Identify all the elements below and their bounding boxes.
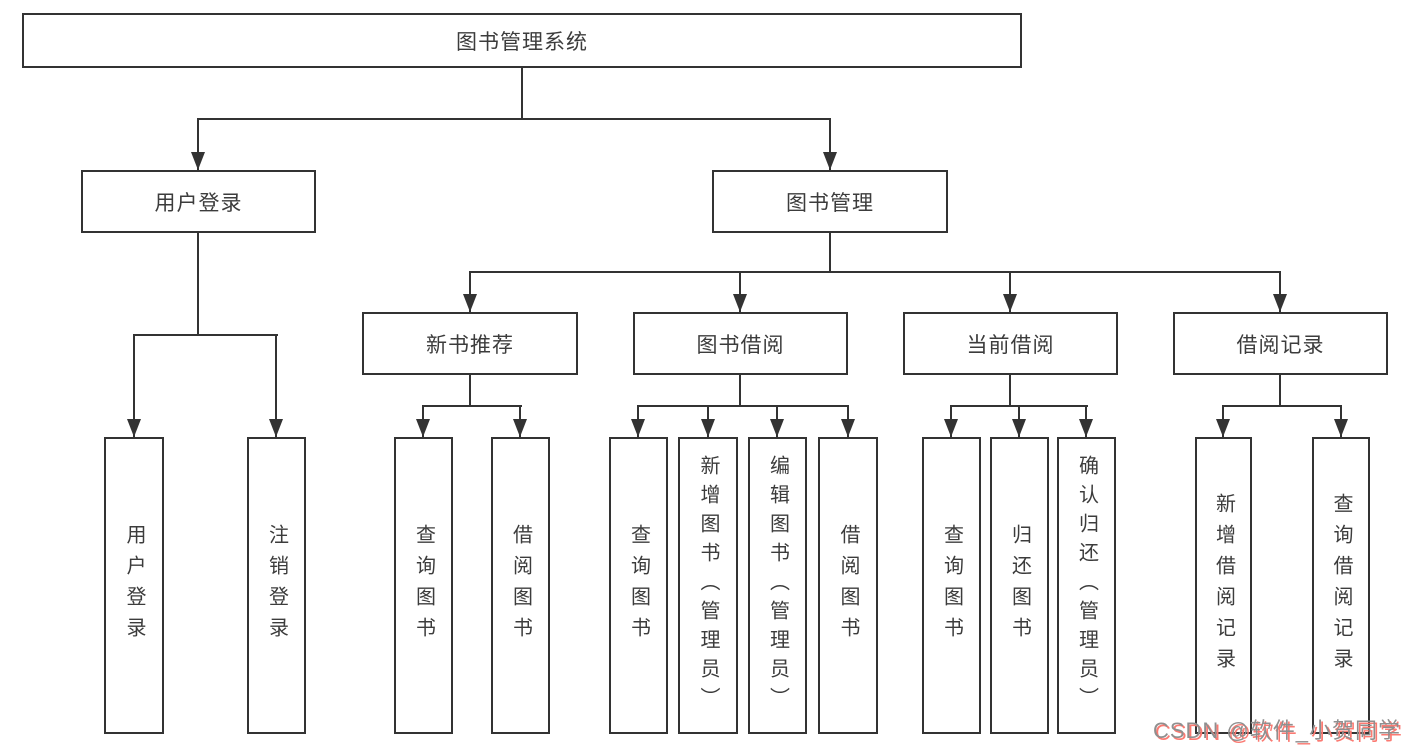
- arrowhead-down-icon: [1273, 294, 1287, 312]
- node-query-books-3: 查询图书: [922, 437, 981, 734]
- arrowhead-down-icon: [191, 152, 205, 170]
- edge-borrowing-records-split: [1222, 405, 1342, 407]
- leaf-label: 查询图书: [940, 523, 963, 648]
- edge-stem-borrowing-records: [1279, 271, 1281, 312]
- leaf-label: 借阅图书: [509, 523, 532, 648]
- arrowhead-down-icon: [944, 419, 958, 437]
- edge-borrowing-records-drop: [1279, 375, 1281, 407]
- edge-user-login-drop: [197, 233, 199, 336]
- edge-stem-book-borrowing: [739, 271, 741, 312]
- node-add-books-admin: 新增图书（管理员）: [678, 437, 738, 734]
- arrowhead-down-icon: [1334, 419, 1348, 437]
- leaf-label: 新增借阅记录: [1212, 492, 1235, 679]
- leaf-label: 归还图书: [1008, 523, 1031, 648]
- arrowhead-down-icon: [416, 419, 430, 437]
- leaf-label: 注销登录: [265, 523, 288, 648]
- arrowhead-down-icon: [463, 294, 477, 312]
- edge-new-book-recommend-drop: [469, 375, 471, 407]
- node-borrowing-records: 借阅记录: [1173, 312, 1388, 375]
- edge-new-book-recommend-split: [422, 405, 522, 407]
- node-user-login: 用户登录: [81, 170, 316, 233]
- leaf-label: 查询图书: [627, 523, 650, 648]
- edge-user-login-split: [133, 334, 278, 336]
- node-query-books-1: 查询图书: [394, 437, 453, 734]
- leaf-label: 编辑图书（管理员）: [766, 455, 789, 716]
- arrowhead-down-icon: [269, 419, 283, 437]
- node-borrow-books-1: 借阅图书: [491, 437, 550, 734]
- edge-root-split: [197, 118, 831, 120]
- edge-stem-book-management: [829, 118, 831, 170]
- node-confirm-return-admin: 确认归还（管理员）: [1057, 437, 1116, 734]
- node-logout-leaf: 注销登录: [247, 437, 306, 734]
- leaf-label: 查询借阅记录: [1330, 492, 1352, 679]
- arrowhead-down-icon: [701, 419, 715, 437]
- arrowhead-down-icon: [1079, 419, 1093, 437]
- edge-book-borrowing-drop: [739, 375, 741, 407]
- edge-stem-user-login-leaf: [133, 334, 135, 437]
- edge-book-management-drop: [829, 233, 831, 273]
- edge-book-management-split: [469, 271, 1281, 273]
- node-book-borrowing: 图书借阅: [633, 312, 848, 375]
- node-edit-books-admin: 编辑图书（管理员）: [748, 437, 807, 734]
- arrowhead-down-icon: [823, 152, 837, 170]
- leaf-label: 用户登录: [123, 523, 145, 648]
- arrowhead-down-icon: [1003, 294, 1017, 312]
- arrowhead-down-icon: [1216, 419, 1230, 437]
- node-query-borrow-record: 查询借阅记录: [1312, 437, 1370, 734]
- arrowhead-down-icon: [127, 419, 141, 437]
- node-return-books: 归还图书: [990, 437, 1049, 734]
- watermark: CSDN @软件_小贺同学: [1152, 718, 1401, 743]
- node-add-borrow-record: 新增借阅记录: [1195, 437, 1252, 734]
- node-current-borrowing: 当前借阅: [903, 312, 1118, 375]
- edge-stem-logout-leaf: [275, 334, 277, 437]
- leaf-label: 查询图书: [412, 523, 435, 648]
- node-borrow-books-2: 借阅图书: [818, 437, 878, 734]
- arrowhead-down-icon: [513, 419, 527, 437]
- arrowhead-down-icon: [1012, 419, 1026, 437]
- node-query-books-2: 查询图书: [609, 437, 668, 734]
- arrowhead-down-icon: [841, 419, 855, 437]
- node-new-book-recommend: 新书推荐: [362, 312, 578, 375]
- leaf-label: 借阅图书: [837, 523, 859, 648]
- node-user-login-leaf: 用户登录: [104, 437, 164, 734]
- arrowhead-down-icon: [770, 419, 784, 437]
- edge-stem-new-book-recommend: [469, 271, 471, 312]
- node-root: 图书管理系统: [22, 13, 1022, 68]
- arrowhead-down-icon: [733, 294, 747, 312]
- leaf-label: 新增图书（管理员）: [697, 455, 719, 716]
- leaf-label: 确认归还（管理员）: [1075, 455, 1098, 716]
- edge-current-borrowing-drop: [1009, 375, 1011, 407]
- arrowhead-down-icon: [631, 419, 645, 437]
- node-book-management: 图书管理: [712, 170, 948, 233]
- edge-root-drop: [521, 68, 523, 119]
- edge-book-borrowing-split: [637, 405, 849, 407]
- edge-stem-user-login: [197, 118, 199, 170]
- edge-stem-current-borrowing: [1009, 271, 1011, 312]
